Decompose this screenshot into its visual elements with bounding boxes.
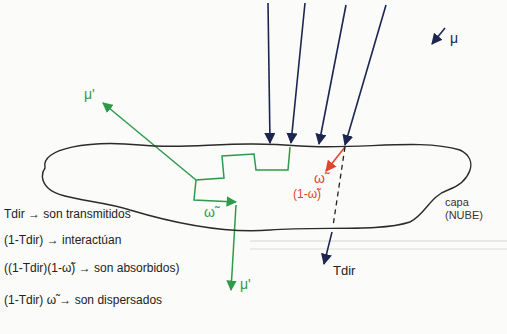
label-holder: ω̃ (314, 170, 325, 186)
rule-line (250, 249, 507, 250)
label-holder: μ (450, 30, 458, 46)
albedo-label: ω̃ (314, 170, 325, 186)
label-holder: μ' (84, 86, 95, 102)
transmitted-ray (324, 232, 332, 264)
label-holder: ω̃ (204, 204, 215, 220)
direction-label: μ' (240, 276, 251, 292)
note-line: (1-Tdir) ω̃ → son dispersados (4, 294, 162, 308)
label-holder: Tdir → son transmitidos (4, 208, 131, 222)
rule-line (250, 241, 507, 242)
transmission-label: Tdir (333, 264, 355, 279)
note-line: Tdir → son transmitidos (4, 208, 131, 222)
label-holder: Tdir (333, 264, 355, 279)
absorption-label: (1-ω̃) (293, 188, 321, 202)
albedo-label: ω̃ (204, 204, 215, 220)
label-holder: ((1-Tdir)(1-ω̃) → son absorbidos) (4, 262, 179, 276)
node-text-holder: capa (NUBE) (445, 196, 497, 221)
cloud-layer: capa (NUBE) (36, 134, 482, 238)
direction-label: μ' (84, 86, 95, 102)
layer-label: capa (NUBE) (445, 196, 497, 221)
direct-path (333, 147, 345, 226)
label-holder: (1-Tdir) → interactúan (4, 234, 121, 248)
label-holder: μ' (240, 276, 251, 292)
direction-label: μ (450, 30, 458, 46)
label-holder: (1-ω̃) (293, 188, 321, 202)
note-line: (1-Tdir) → interactúan (4, 234, 121, 248)
incident-rays (268, 3, 445, 145)
label-holder: (1-Tdir) ω̃ → son dispersados (4, 294, 162, 308)
cloud-outline (36, 134, 482, 238)
note-line: ((1-Tdir)(1-ω̃) → son absorbidos) (4, 262, 179, 276)
